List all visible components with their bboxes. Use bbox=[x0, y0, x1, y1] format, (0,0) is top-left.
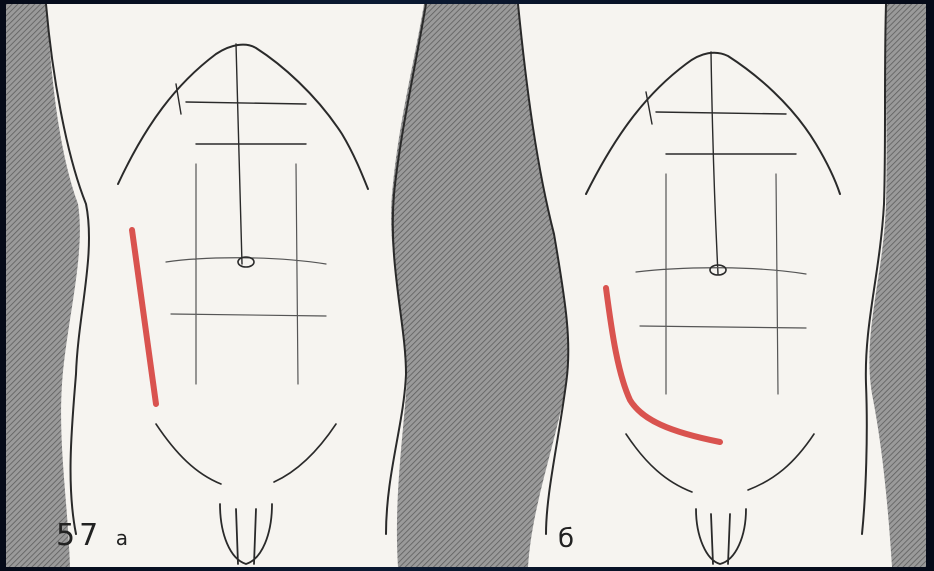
panel-a-letter: a bbox=[116, 526, 128, 550]
figure-drawing bbox=[6, 4, 926, 567]
panel-a-label: 57 a bbox=[56, 518, 128, 553]
anatomical-figure: 57 a б bbox=[6, 4, 926, 567]
panel-b-label: б bbox=[558, 524, 578, 554]
figure-number: 57 bbox=[56, 518, 102, 553]
